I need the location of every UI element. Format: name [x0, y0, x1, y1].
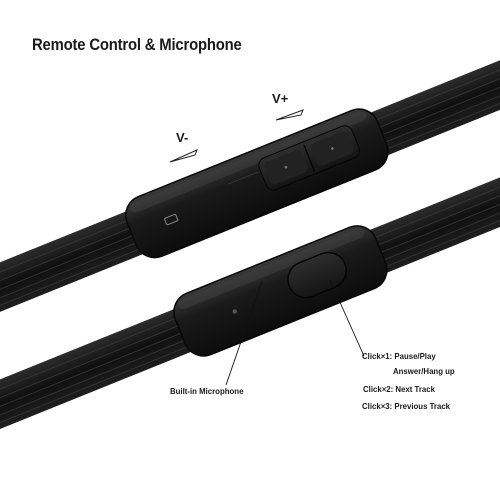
volume-down-arrow-icon — [169, 149, 198, 163]
microphone-leader-line — [225, 280, 263, 386]
volume-remote-body — [124, 108, 389, 259]
click-once-label: Click×1: Pause/Play — [362, 351, 436, 361]
volume-up-label: V+ — [272, 91, 289, 106]
click-once-sub-label: Answer/Hang up — [393, 366, 455, 376]
clip-slot-icon — [164, 213, 179, 226]
page-title: Remote Control & Microphone — [32, 36, 242, 54]
mic-remote-body — [173, 225, 388, 357]
click-twice-label: Click×2: Next Track — [363, 384, 435, 394]
volume-down-label: V- — [176, 130, 189, 145]
microphone-label: Built-in Microphone — [170, 386, 244, 396]
microphone-hole-icon — [232, 309, 237, 314]
button-leader-line — [329, 279, 365, 357]
click-thrice-label: Click×3: Previous Track — [362, 401, 451, 411]
volume-up-arrow-icon — [275, 109, 304, 121]
multifunction-button[interactable] — [283, 247, 352, 303]
